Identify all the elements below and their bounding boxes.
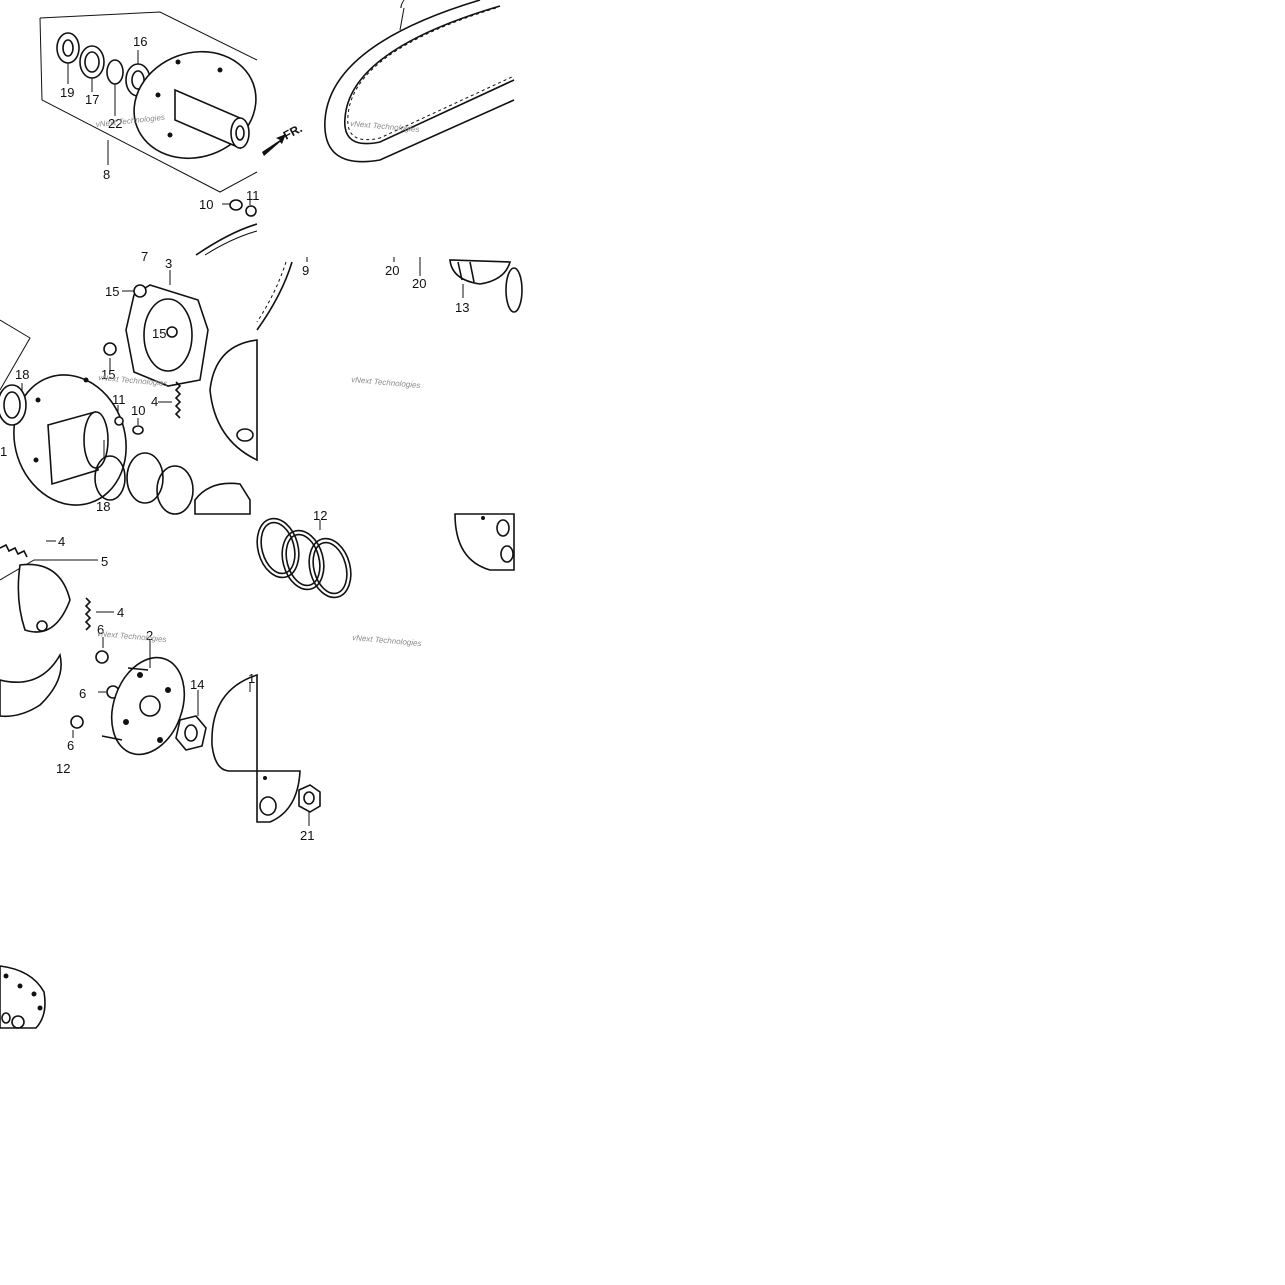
tile-clutch-outer-bottom [0, 965, 46, 1029]
callout-20-a: 20 [385, 263, 399, 278]
flange-nut-part [298, 784, 321, 813]
tile-spring-outer: 12 vNext Technologies [256, 508, 515, 648]
lock-nut-part [175, 715, 207, 751]
callout-10: 10 [199, 197, 213, 212]
callout-7-lower: 7 [141, 249, 148, 264]
callout-15-b: 15 [152, 326, 166, 341]
clutch-shoe-part [17, 563, 71, 633]
callout-18-b: 18 [96, 499, 110, 514]
tile-clutch-plate: 3 15 15 15 18 1 11 10 4 18 vNext Technol… [0, 256, 251, 515]
drive-plate-part [101, 656, 186, 756]
callout-14: 14 [190, 677, 204, 692]
callout-10-b: 10 [131, 403, 145, 418]
watermark-belt: vNext Technologies [350, 119, 420, 134]
drive-belt-inner [344, 5, 515, 145]
tile-driven-pulley-shaft: FR. 19 17 22 16 8 10 11 7 vNext Technolo… [39, 11, 305, 264]
driven-hub-disc [13, 374, 127, 506]
spring-part [174, 381, 182, 419]
callout-11-b: 11 [112, 392, 126, 407]
circlip-part [106, 59, 124, 85]
callout-3: 3 [165, 256, 172, 271]
callout-15-c: 15 [101, 367, 115, 382]
front-arrow-icon [262, 134, 286, 156]
callout-6-a: 6 [97, 622, 104, 637]
spring-part-2 [0, 543, 28, 558]
callout-12-a: 12 [56, 761, 70, 776]
collar-part-2 [194, 482, 251, 515]
clutch-outer-edge [256, 770, 301, 823]
callout-13: 13 [455, 300, 469, 315]
front-direction-label: FR. [281, 121, 305, 142]
belt-edge [256, 261, 293, 331]
callout-6-b: 6 [79, 686, 86, 701]
callout-16: 16 [133, 34, 147, 49]
clutch-outer-part-3 [0, 965, 46, 1029]
callout-4-c: 4 [117, 605, 124, 620]
callout-5: 5 [101, 554, 108, 569]
callout-21: 21 [300, 828, 314, 843]
clutch-plate-part [125, 284, 209, 387]
callout-15-a: 15 [105, 284, 119, 299]
pin-part-2 [132, 425, 144, 435]
nut-part-2 [103, 342, 117, 356]
callout-4-a: 4 [151, 394, 158, 409]
clutch-shoe-part-2 [0, 652, 62, 718]
callout-9: 9 [302, 263, 309, 278]
watermark-weight: vNext Technologies [97, 629, 167, 644]
nut-part [133, 284, 147, 298]
callout-20-b: 20 [412, 276, 426, 291]
callout-22: 22 [108, 116, 122, 131]
o-ring-part-3 [156, 465, 194, 515]
o-ring-part [94, 455, 126, 501]
oil-seal-part [56, 32, 80, 64]
collar-part-4 [95, 650, 109, 664]
collar-part-3 [114, 416, 124, 426]
callout-6-c: 6 [67, 738, 74, 753]
clutch-outer-part-2 [211, 673, 258, 772]
tile-drive-belt: 7 vNext Technologies [324, 0, 515, 163]
tile-clutch-shoe: 9 20 20 13 vNext Technologies [209, 257, 523, 462]
tile-nut: 21 [256, 770, 321, 843]
callout-19: 19 [60, 85, 74, 100]
spring-part-3 [84, 597, 92, 631]
callout-8: 8 [103, 167, 110, 182]
driven-spring-part [256, 517, 352, 599]
drive-belt-outer [324, 0, 515, 163]
watermark-shoe: vNext Technologies [351, 375, 421, 390]
callout-4-b: 4 [58, 534, 65, 549]
pin-part [229, 199, 243, 211]
clutch-shoe-fragment [209, 339, 258, 462]
driven-shaft [174, 88, 250, 150]
tile-clutch-weight: 4 5 4 6 6 6 2 14 1 12 vNext Technologies [0, 534, 258, 776]
o-ring-part-2 [126, 452, 164, 504]
clutch-outer-fragment [454, 513, 515, 571]
callout-1-a: 1 [0, 444, 7, 459]
needle-bearing-part [79, 45, 105, 79]
callout-12-b: 12 [313, 508, 327, 523]
belt-fragment [195, 223, 258, 256]
callout-11: 11 [246, 188, 260, 203]
callout-1-b: 1 [248, 671, 255, 686]
callout-18-a: 18 [15, 367, 29, 382]
collar-part-6 [70, 715, 84, 729]
clutch-outer-part [449, 259, 512, 285]
collar-part [245, 205, 257, 217]
callout-2: 2 [146, 628, 153, 643]
assembly-boundary [39, 11, 258, 193]
watermark-spring: vNext Technologies [352, 633, 422, 648]
callout-7: 7 [398, 0, 405, 11]
callout-17: 17 [85, 92, 99, 107]
